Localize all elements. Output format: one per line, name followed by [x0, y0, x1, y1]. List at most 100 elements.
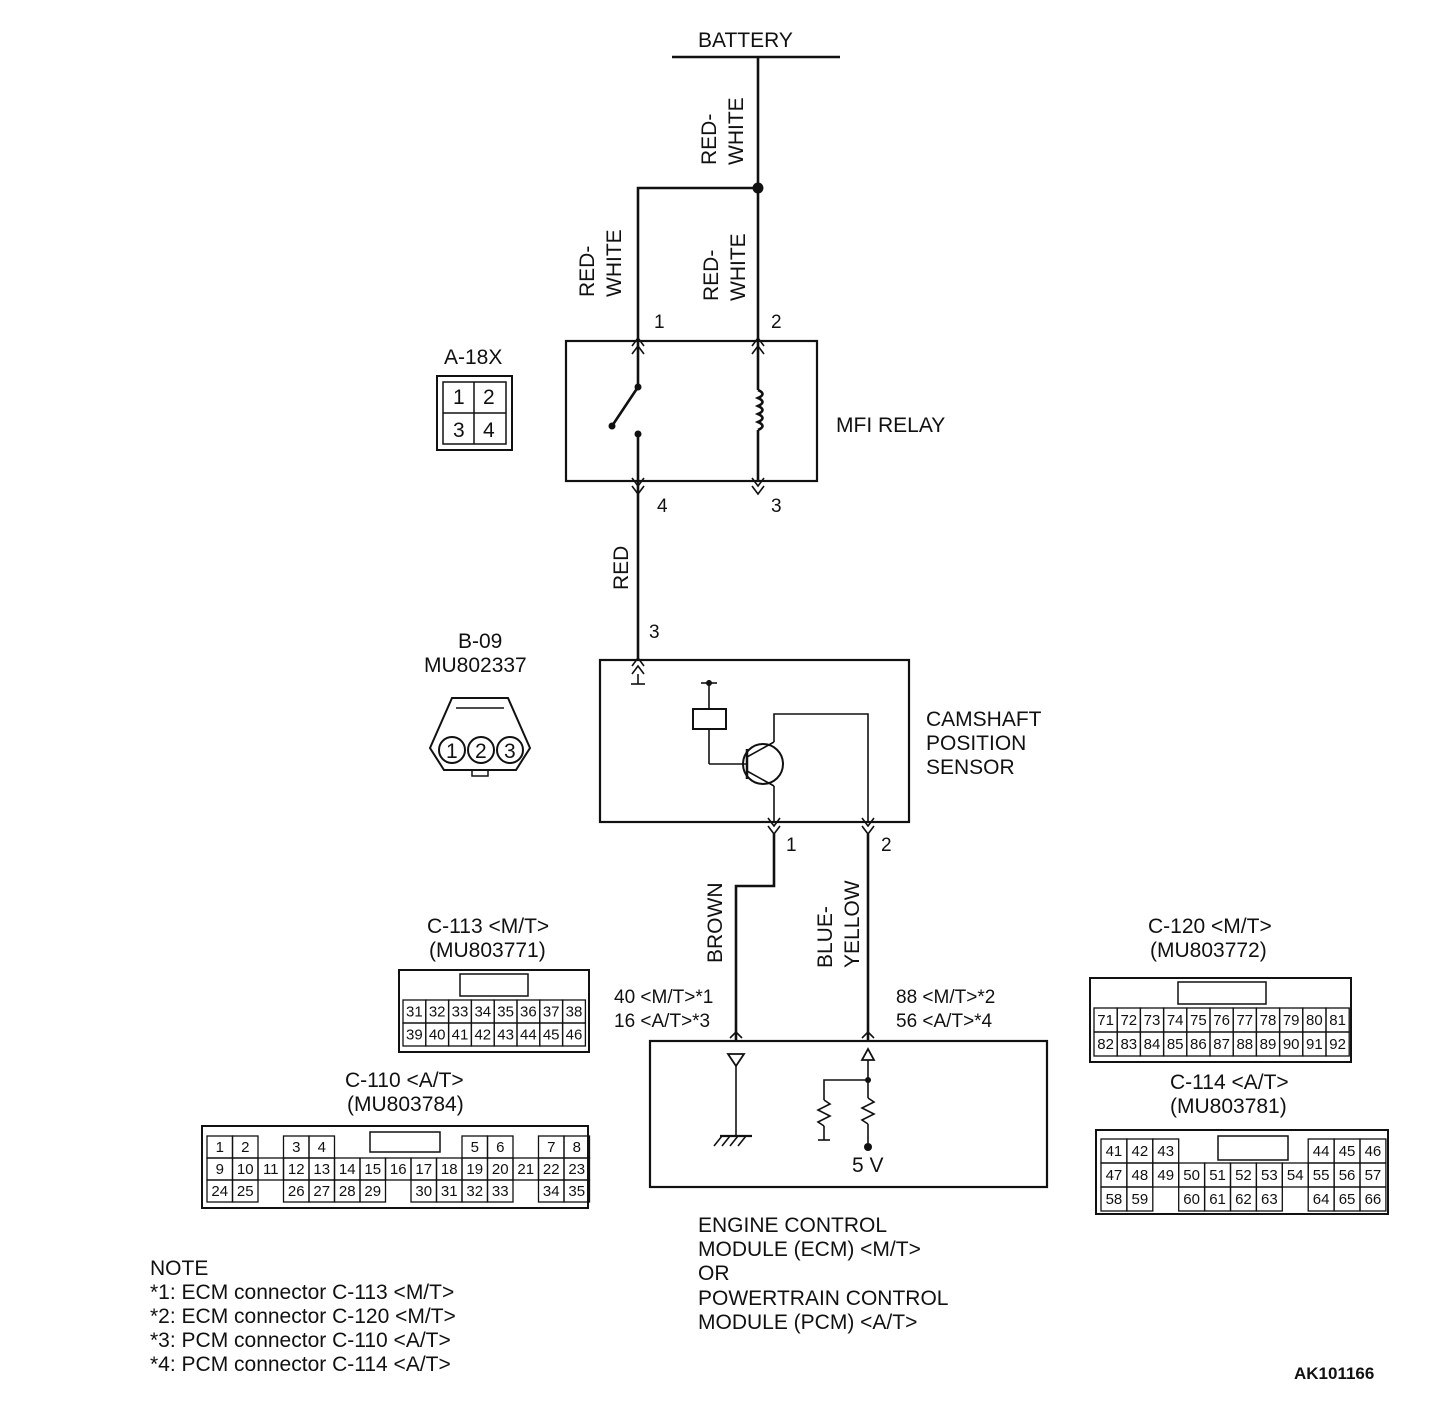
c114-part: (MU803781)	[1170, 1095, 1287, 1118]
connector-pin-number: 57	[1365, 1167, 1382, 1184]
sensor-part-number: MU802337	[424, 654, 527, 677]
svg-text:2: 2	[475, 740, 487, 763]
wire-label-relay-pin2: RED- WHITE	[700, 233, 750, 301]
connector-pin-number: 72	[1120, 1012, 1137, 1029]
relay-pin-3: 3	[771, 496, 782, 517]
connector-cavity	[563, 1179, 591, 1203]
c120-title: C-120 <M/T>	[1148, 915, 1272, 938]
connector-pin-number: 37	[543, 1004, 560, 1021]
connector-pin-number: 53	[1261, 1167, 1278, 1184]
connector-pin-number: 35	[568, 1183, 585, 1200]
connector-pin-number: 40	[429, 1027, 446, 1044]
ecm-label: ENGINE CONTROL MODULE (ECM) <M/T> OR POW…	[698, 1214, 954, 1334]
figure-code: AK101166	[1294, 1364, 1374, 1383]
connector-pin-number: 79	[1283, 1012, 1300, 1029]
battery-label: BATTERY	[698, 29, 793, 52]
sensor-pin-1: 1	[786, 835, 797, 856]
wire-to-relay-pin1	[636, 186, 758, 340]
connector-pin-number: 46	[1365, 1143, 1382, 1160]
relay-terminal-marks	[631, 336, 765, 496]
connector-pin-number: 42	[1132, 1143, 1149, 1160]
connector-pin-number: 73	[1144, 1012, 1161, 1029]
svg-text:1: 1	[453, 386, 465, 409]
connector-pin-number: 43	[497, 1027, 514, 1044]
connector-pin-number: 45	[543, 1027, 560, 1044]
svg-text:4: 4	[483, 419, 495, 442]
svg-text:BROWN: BROWN	[704, 883, 727, 964]
connector-pin-number: 3	[292, 1139, 300, 1156]
connector-pin-number: 14	[339, 1161, 356, 1178]
connector-pin-number: 92	[1329, 1036, 1346, 1053]
ecm-box	[648, 1039, 1049, 1189]
connector-pin-number: 32	[466, 1183, 483, 1200]
wire-label-relay-pin1: RED- WHITE	[576, 229, 626, 297]
connector-pin-number: 33	[452, 1004, 469, 1021]
connector-pin-number: 44	[520, 1027, 537, 1044]
mfi-relay-label: MFI RELAY	[836, 414, 945, 437]
camshaft-sensor-box	[598, 658, 911, 824]
c113-title: C-113 <M/T>	[427, 915, 549, 938]
connector-pin-number: 49	[1157, 1167, 1174, 1184]
c110-part: (MU803784)	[347, 1093, 464, 1116]
connector-pin-number: 34	[543, 1183, 560, 1200]
connector-cavity	[486, 1179, 514, 1203]
connector-pin-number: 43	[1157, 1143, 1174, 1160]
connector-pin-number: 36	[520, 1004, 537, 1021]
relay-switch-symbol	[608, 341, 642, 481]
ecm-voltage-label: 5 V	[852, 1154, 884, 1177]
connector-pin-number: 19	[466, 1161, 483, 1178]
connector-cavity	[1325, 1031, 1350, 1057]
connector-pin-number: 31	[406, 1004, 423, 1021]
wire-label-brown: BROWN	[704, 883, 727, 964]
connector-pin-number: 52	[1235, 1167, 1252, 1184]
connector-pin-number: 39	[406, 1027, 423, 1044]
connector-pin-number: 48	[1132, 1167, 1149, 1184]
c110-title: C-110 <A/T>	[345, 1069, 464, 1092]
connector-pin-number: 77	[1236, 1012, 1253, 1029]
connector-pin-number: 27	[313, 1183, 330, 1200]
connector-pin-number: 50	[1183, 1167, 1200, 1184]
connector-pin-number: 20	[492, 1161, 509, 1178]
svg-text:2: 2	[483, 386, 495, 409]
relay-pin-4: 4	[657, 496, 668, 517]
ecm-pin-right-mt: 88 <M/T>*2	[896, 987, 995, 1008]
connector-pin-number: 4	[318, 1139, 326, 1156]
connector-cavity	[561, 1022, 587, 1047]
connector-pin-number: 78	[1260, 1012, 1277, 1029]
connector-pin-number: 7	[547, 1139, 555, 1156]
connector-pin-number: 24	[211, 1183, 228, 1200]
connector-cavity	[231, 1179, 259, 1203]
connector-pin-number: 55	[1313, 1167, 1330, 1184]
connector-pin-number: 86	[1190, 1036, 1207, 1053]
connector-pin-number: 74	[1167, 1012, 1184, 1029]
connector-pin-number: 16	[390, 1161, 407, 1178]
c113-part: (MU803771)	[429, 939, 546, 962]
connector-pin-number: 6	[496, 1139, 504, 1156]
connector-pin-number: 85	[1167, 1036, 1184, 1053]
connector-pin-number: 28	[339, 1183, 356, 1200]
connector-pin-number: 84	[1144, 1036, 1161, 1053]
connector-pin-number: 26	[288, 1183, 305, 1200]
ecm-ground-circuit	[713, 1053, 752, 1147]
connector-pin-number: 66	[1365, 1191, 1382, 1208]
connector-pin-number: 34	[474, 1004, 491, 1021]
svg-text:RED-: RED-	[700, 250, 723, 301]
connector-pin-number: 65	[1339, 1191, 1356, 1208]
svg-text:RED-: RED-	[698, 114, 721, 165]
hall-sensor-circuit	[692, 680, 869, 822]
connector-pin-number: 8	[573, 1139, 581, 1156]
splice-node	[752, 182, 764, 194]
wire-label-red: RED	[610, 546, 633, 590]
connector-pin-number: 56	[1339, 1167, 1356, 1184]
relay-pin-2: 2	[771, 312, 782, 333]
connector-pin-number: 32	[429, 1004, 446, 1021]
connector-pin-number: 23	[568, 1161, 585, 1178]
connector-pin-number: 44	[1313, 1143, 1330, 1160]
connector-pin-number: 5	[471, 1139, 479, 1156]
ecm-pin-right-at: 56 <A/T>*4	[896, 1011, 993, 1032]
connector-pin-number: 76	[1213, 1012, 1230, 1029]
